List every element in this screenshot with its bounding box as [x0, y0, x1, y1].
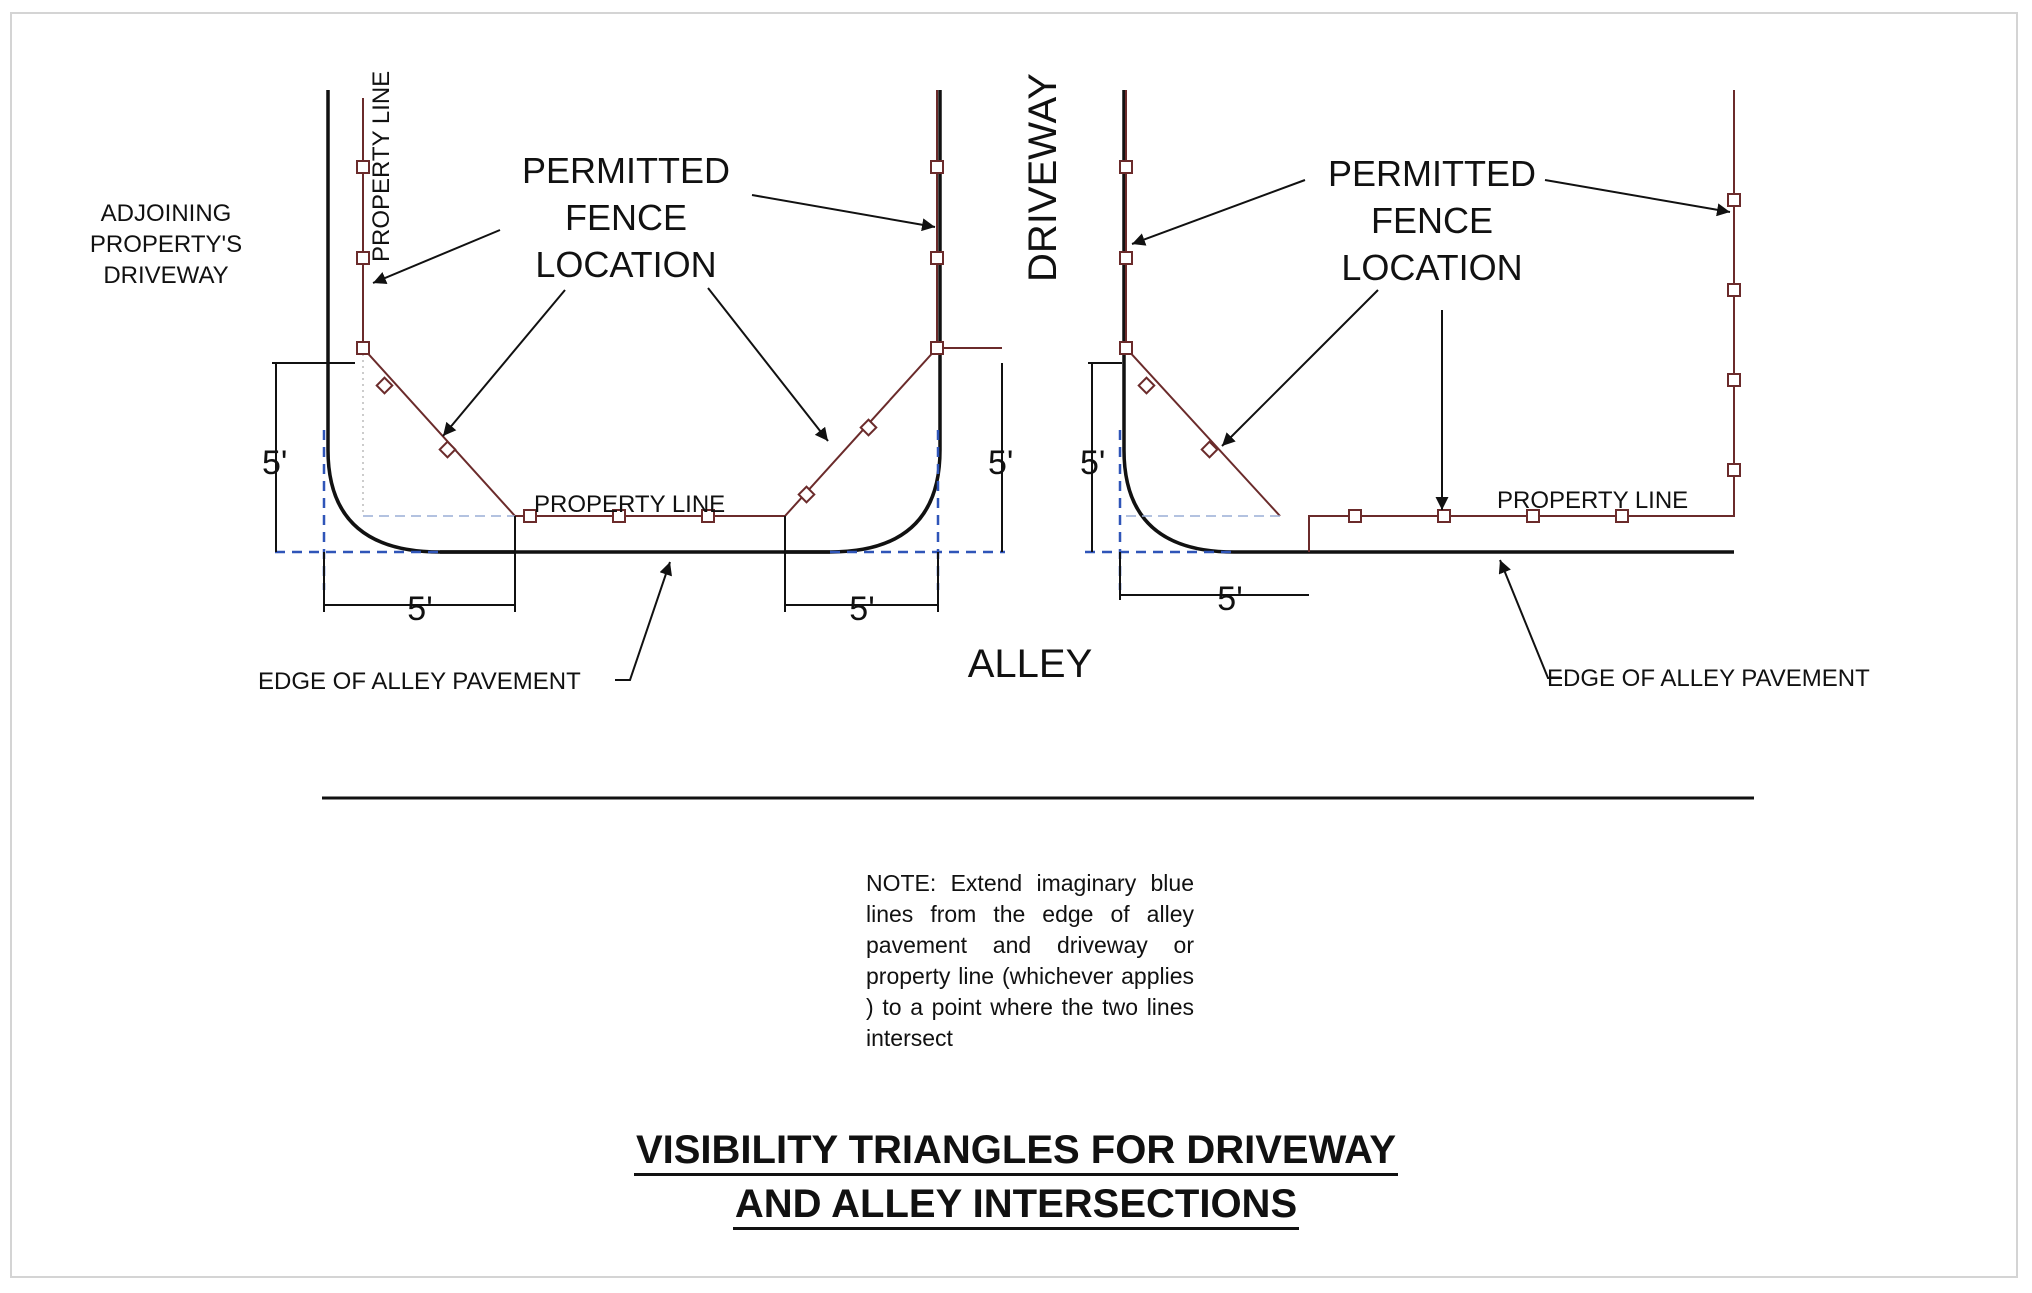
right-permitted-line3: LOCATION	[1341, 247, 1522, 288]
right-detail-dim-5ft-vertical: 5'	[1080, 444, 1105, 482]
adjoining-label-line3: DRIVEWAY	[103, 262, 228, 289]
right-detail-fence-property	[1308, 90, 1735, 552]
left-dim-5ft-horizontal: 5'	[407, 590, 432, 628]
left-fence-posts	[356, 160, 944, 523]
adjoining-label-line1: ADJOINING	[101, 200, 232, 227]
right-driveway-edge	[785, 90, 942, 554]
right-property-line-label: PROPERTY LINE	[1497, 487, 1688, 514]
adjoining-label-line2: PROPERTY'S	[90, 231, 242, 258]
left-permitted-line2: FENCE	[565, 197, 687, 238]
right-detail-arrows	[1131, 179, 1731, 679]
note-text: NOTE: Extend imaginary blue lines from t…	[866, 870, 1194, 1051]
left-permitted-line1: PERMITTED	[522, 150, 730, 191]
right-edge-of-alley-label: EDGE OF ALLEY PAVEMENT	[1547, 665, 1870, 692]
right-permitted-line1: PERMITTED	[1328, 153, 1536, 194]
alley-label: ALLEY	[968, 642, 1093, 686]
left-dim-5ft-vertical: 5'	[262, 444, 287, 482]
page-border	[10, 12, 2018, 1278]
right-detail-fence-posts	[1119, 160, 1741, 523]
right-detail-dim-5ft-horizontal: 5'	[1217, 580, 1242, 618]
left-fence-line	[362, 90, 938, 517]
property-line-vertical-label: PROPERTY LINE	[368, 71, 395, 262]
title-line-1: VISIBILITY TRIANGLES FOR DRIVEWAY	[0, 1128, 2032, 1176]
right-detail: PERMITTED FENCE LOCATION PROPERTY LINE 5…	[1080, 90, 1870, 692]
right-permitted-line2: FENCE	[1371, 200, 1493, 241]
right-dim-5ft-horizontal: 5'	[849, 590, 874, 628]
left-edge-of-alley-label: EDGE OF ALLEY PAVEMENT	[258, 668, 581, 695]
right-detail-diagonal-posts	[1137, 376, 1219, 459]
left-detail: ADJOINING PROPERTY'S DRIVEWAY PROPERTY L…	[90, 71, 1092, 695]
right-dim-5ft-vertical: 5'	[988, 444, 1013, 482]
left-arrows	[372, 194, 936, 681]
right-detail-dimension-lines	[1088, 362, 1309, 600]
title-line-1-text: VISIBILITY TRIANGLES FOR DRIVEWAY	[633, 1128, 1399, 1176]
left-diagonal-posts	[375, 376, 878, 504]
driveway-label: DRIVEWAY	[1021, 73, 1065, 282]
left-permitted-line3: LOCATION	[535, 244, 716, 285]
title-line-2-text: AND ALLEY INTERSECTIONS	[732, 1182, 1300, 1230]
left-dimension-lines	[272, 362, 1003, 612]
left-driveway-edge	[326, 90, 515, 554]
left-property-line-label: PROPERTY LINE	[534, 491, 725, 518]
right-detail-driveway-edge	[1122, 90, 1734, 554]
title-line-2: AND ALLEY INTERSECTIONS	[0, 1182, 2032, 1230]
